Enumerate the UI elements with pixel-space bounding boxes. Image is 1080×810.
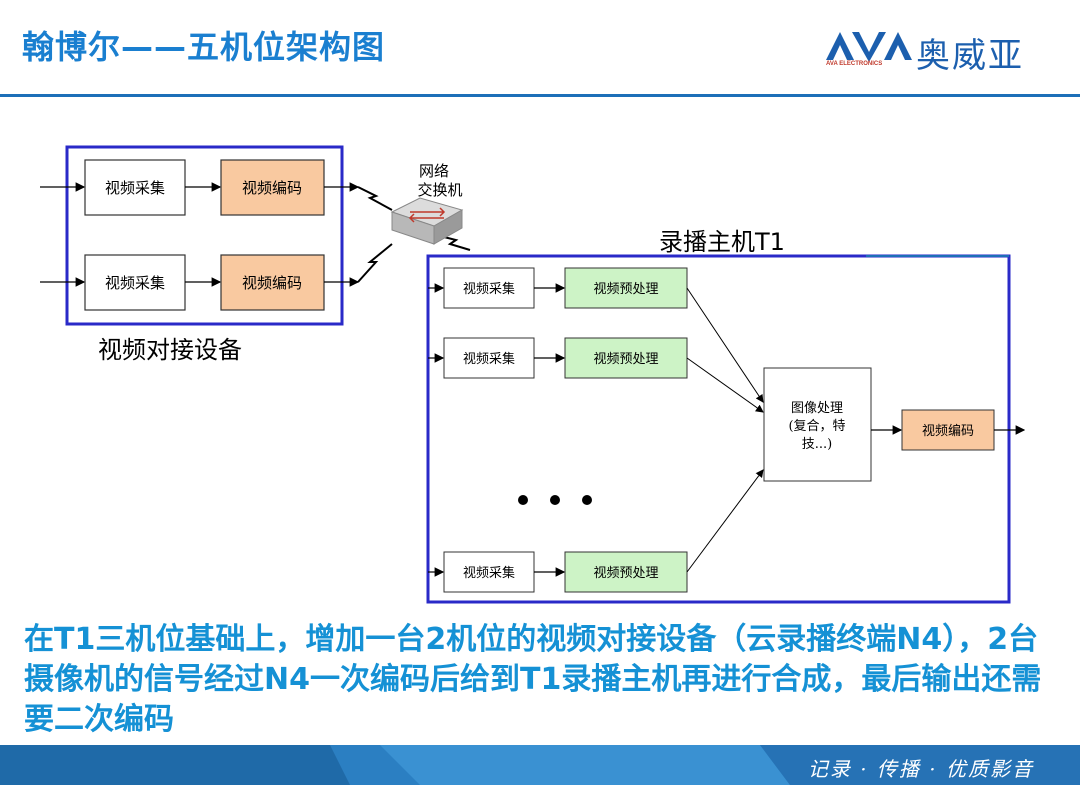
- image-processing-line2: (复合，特: [788, 419, 845, 434]
- converge-arrow-3: [686, 469, 764, 573]
- docking-encode-label-1: 视频编码: [242, 179, 302, 197]
- host-capture-label-2: 视频采集: [463, 351, 515, 367]
- ellipsis-dot-3: [582, 495, 592, 505]
- host-preprocess-box-2: [564, 337, 688, 379]
- host-encode-box: [901, 409, 995, 451]
- network-switch-icon: [390, 197, 464, 245]
- host-label: 录播主机T1: [659, 228, 785, 256]
- ava-logo: AVA ELECTRONICS 奥威亚: [826, 28, 1036, 76]
- docking-capture-label-1: 视频采集: [105, 179, 165, 197]
- ava-logo-mark-icon: [826, 32, 912, 62]
- footer-banner: [0, 745, 1080, 785]
- docking-device-frame: [65, 145, 344, 326]
- docking-capture-box-1: [84, 159, 186, 216]
- host-preprocess-label-2: 视频预处理: [593, 352, 658, 367]
- host-frame: [426, 254, 1011, 604]
- network-link-1: [357, 186, 393, 211]
- architecture-diagram: 视频采集 视频编码 视频采集 视频编码 视频对接设备 网络 交换机 录播主机T1…: [40, 145, 1026, 604]
- docking-capture-box-2: [84, 254, 186, 311]
- ellipsis-dot-1: [518, 495, 528, 505]
- converge-arrow-2: [686, 357, 764, 413]
- image-processing-line3: 技...): [802, 437, 832, 452]
- slide-description: 在T1三机位基础上，增加一台2机位的视频对接设备（云录播终端N4），2台摄像机的…: [24, 622, 1042, 737]
- network-link-2: [357, 243, 393, 283]
- docking-encode-box-1: [220, 159, 325, 216]
- network-link-3: [439, 235, 471, 251]
- converge-arrow-1: [686, 287, 764, 403]
- host-preprocess-label-3: 视频预处理: [593, 566, 658, 581]
- host-capture-label-3: 视频采集: [463, 565, 515, 581]
- slide-title: 翰博尔——五机位架构图: [22, 28, 386, 66]
- switch-label-line2: 交换机: [417, 181, 462, 199]
- host-capture-label-1: 视频采集: [463, 281, 515, 297]
- docking-encode-label-2: 视频编码: [242, 274, 302, 292]
- host-encode-label: 视频编码: [922, 424, 974, 439]
- switch-label-line1: 网络: [419, 162, 449, 180]
- header-divider: [0, 94, 1080, 97]
- host-preprocess-box-3: [564, 551, 688, 593]
- image-processing-line1: 图像处理: [791, 401, 843, 416]
- host-capture-box-2: [443, 337, 535, 379]
- docking-device-label: 视频对接设备: [98, 336, 242, 364]
- host-preprocess-label-1: 视频预处理: [593, 282, 658, 297]
- logo-brand-name: 奥威亚: [916, 36, 1024, 76]
- ellipsis-dot-2: [550, 495, 560, 505]
- image-processing-box: [763, 367, 872, 482]
- logo-subtitle: AVA ELECTRONICS: [826, 61, 883, 67]
- footer-slogan: 记录 · 传播 · 优质影音: [807, 757, 1034, 781]
- host-preprocess-box-1: [564, 267, 688, 309]
- docking-capture-label-2: 视频采集: [105, 274, 165, 292]
- docking-encode-box-2: [220, 254, 325, 311]
